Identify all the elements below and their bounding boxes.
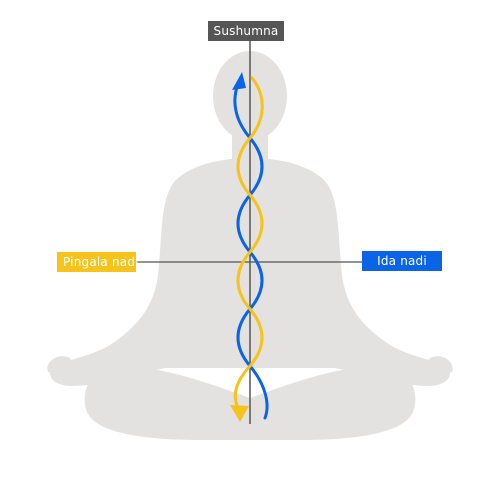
pingala-nadi-label: Pingala nadi	[57, 252, 139, 272]
pingala-nadi-path	[233, 76, 264, 410]
ida-nadi-label: Ida nadi	[362, 251, 442, 271]
bottom-arrowhead-icon	[230, 405, 249, 422]
sushumna-label: Sushumna	[208, 21, 284, 41]
top-arrowhead-icon	[232, 72, 246, 90]
